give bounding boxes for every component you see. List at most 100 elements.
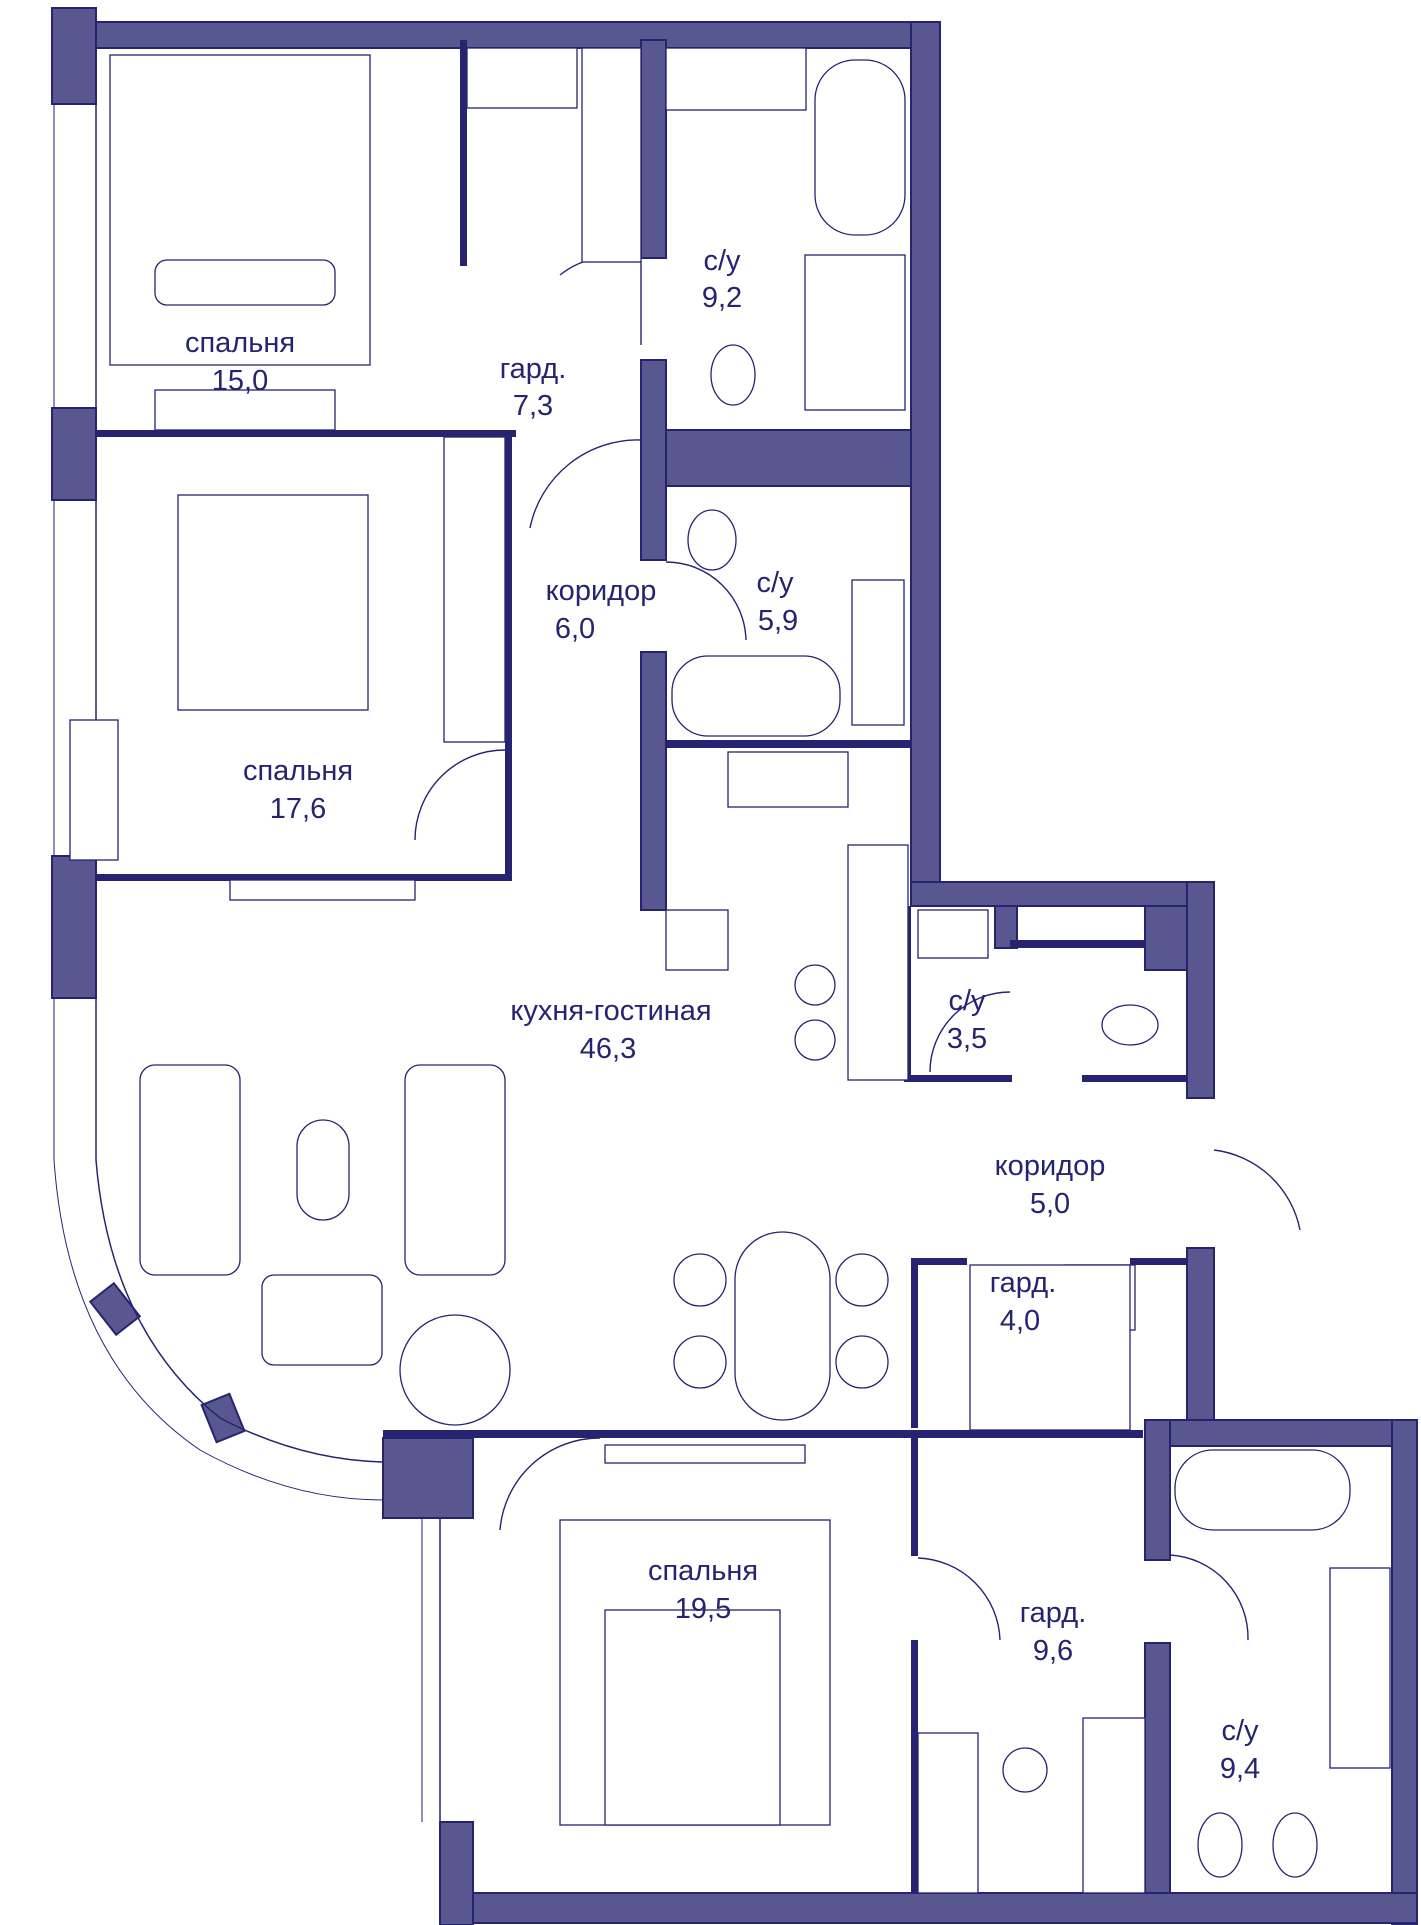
ottoman xyxy=(1002,1747,1048,1793)
wall-pillar-curve-1 xyxy=(88,1281,142,1337)
door-bedroom-bottom xyxy=(499,1437,601,1531)
label-corridor-entry-area: 5,0 xyxy=(1030,1188,1070,1220)
window-curved-outer xyxy=(53,1159,384,1501)
toilet-top xyxy=(710,344,756,406)
bathtub-mid xyxy=(671,655,841,737)
wall-wardrobe-small-left xyxy=(911,1258,918,1428)
door-entry xyxy=(1213,1149,1301,1231)
label-bedroom-mid-name: спальня xyxy=(243,755,353,787)
door-bath-top xyxy=(559,256,642,345)
label-corridor-top-name: коридор xyxy=(546,575,657,607)
window-curved xyxy=(95,1159,384,1463)
counter-right xyxy=(847,844,909,1081)
wall-bedroom-kitchen xyxy=(96,874,512,881)
wall-bed-bottom-right-upper xyxy=(911,1438,918,1556)
wall-wc-bottom-a xyxy=(904,1075,1012,1082)
label-living-kitchen-name: кухня-гостиная xyxy=(510,995,711,1027)
wall-bath-divider xyxy=(665,429,912,487)
label-corridor-entry-name: коридор xyxy=(995,1150,1106,1182)
tv-unit-mid xyxy=(229,879,416,901)
bathtub-bottom xyxy=(1174,1449,1351,1531)
wall-bath-top xyxy=(1144,1419,1418,1447)
wall-bedrooms-split xyxy=(96,430,516,437)
wall-right-mid-lower xyxy=(1186,1247,1215,1421)
label-bath-bottom-name: с/у xyxy=(1221,1715,1259,1747)
label-wardrobe-bottom-area: 9,6 xyxy=(1033,1635,1073,1667)
stool-2 xyxy=(794,1019,836,1061)
toilet-wc xyxy=(1101,1004,1159,1046)
closet-top-b xyxy=(581,47,642,263)
label-wardrobe-small-area: 4,0 xyxy=(1000,1305,1040,1337)
wall-wardrobe-small-top-b xyxy=(1130,1258,1187,1265)
label-bath-mid-name: с/у xyxy=(756,567,794,599)
plant xyxy=(399,1314,511,1426)
closet-top-a xyxy=(466,47,578,109)
vanity-top xyxy=(665,47,807,111)
toilet-mid xyxy=(687,509,737,571)
label-bath-bottom-area: 9,4 xyxy=(1220,1753,1260,1785)
wall-bed-bottom-right-lower xyxy=(911,1640,918,1893)
armchair xyxy=(261,1274,383,1366)
label-bedroom-top-name: спальня xyxy=(185,327,295,359)
label-bedroom-mid-area: 17,6 xyxy=(270,793,326,825)
sink-wc xyxy=(917,909,989,959)
wall-right-upper xyxy=(910,21,941,883)
wall-bottom xyxy=(439,1892,1418,1924)
wall-wc-stub xyxy=(994,905,1018,949)
vanity-bottom xyxy=(1329,1567,1391,1769)
stool-1 xyxy=(794,964,836,1006)
bathtub-top xyxy=(814,59,906,236)
sink-counter xyxy=(727,751,849,808)
label-wc-small-name: с/у xyxy=(948,985,986,1017)
label-bath-top-name: с/у xyxy=(703,245,741,277)
wall-bedroom-mid-right xyxy=(505,437,512,879)
vanity-mid xyxy=(851,579,905,726)
bed-top xyxy=(109,54,371,366)
tv-unit-top xyxy=(154,389,336,431)
dining-table xyxy=(734,1231,831,1421)
fridge xyxy=(665,909,729,971)
chair-3 xyxy=(835,1253,889,1307)
door-bath-mid xyxy=(665,561,747,641)
wall-wc-inner xyxy=(1010,940,1145,948)
closet-bottom-a xyxy=(917,1732,979,1894)
label-wardrobe-small-name: гард. xyxy=(990,1267,1057,1299)
toilet-bottom xyxy=(1197,1812,1243,1878)
bed-mid xyxy=(177,494,369,711)
wall-right-mid xyxy=(1186,881,1215,1099)
sofa-left xyxy=(139,1064,241,1276)
closet-bottom-b xyxy=(1082,1717,1146,1894)
wall-pillar-bottom-left-2 xyxy=(439,1821,474,1925)
chair-4 xyxy=(835,1335,889,1389)
label-living-kitchen-area: 46,3 xyxy=(580,1033,636,1065)
shower-top xyxy=(804,254,906,411)
wall-bath-bottom-left-upper xyxy=(1144,1419,1171,1561)
wall-step xyxy=(910,881,1215,907)
wall-bath-mid-bottom xyxy=(666,740,911,748)
wall-pillar-left-1 xyxy=(51,407,97,501)
walls xyxy=(51,7,1418,1925)
wall-pillar-top-left xyxy=(51,7,97,105)
wall-bath-bottom-left-lower xyxy=(1144,1642,1171,1894)
tv-unit-bottom xyxy=(604,1444,806,1464)
door-wardrobe-bottom xyxy=(917,1557,1001,1641)
door-wc xyxy=(929,991,1011,1073)
label-wardrobe-top-area: 7,3 xyxy=(513,390,553,422)
label-bath-top-area: 9,2 xyxy=(702,282,742,314)
chair-1 xyxy=(673,1253,727,1307)
wall-wardrobe-left xyxy=(460,40,467,266)
label-wc-small-area: 3,5 xyxy=(947,1023,987,1055)
label-bedroom-top-area: 15,0 xyxy=(212,365,268,397)
furniture xyxy=(69,47,1391,1894)
door-wardrobe xyxy=(529,439,642,529)
door-bath-bottom xyxy=(1169,1554,1249,1641)
wall-pillar-curve-2 xyxy=(200,1392,246,1444)
label-wardrobe-bottom-name: гард. xyxy=(1020,1597,1087,1629)
label-wardrobe-top-name: гард. xyxy=(500,353,567,385)
wall-kitchen-bottom xyxy=(383,1430,1143,1438)
label-bedroom-bottom-name: спальня xyxy=(648,1555,758,1587)
coffee-table xyxy=(296,1119,350,1221)
label-bath-mid-area: 5,9 xyxy=(758,605,798,637)
wall-bath-mid-left xyxy=(640,359,667,561)
